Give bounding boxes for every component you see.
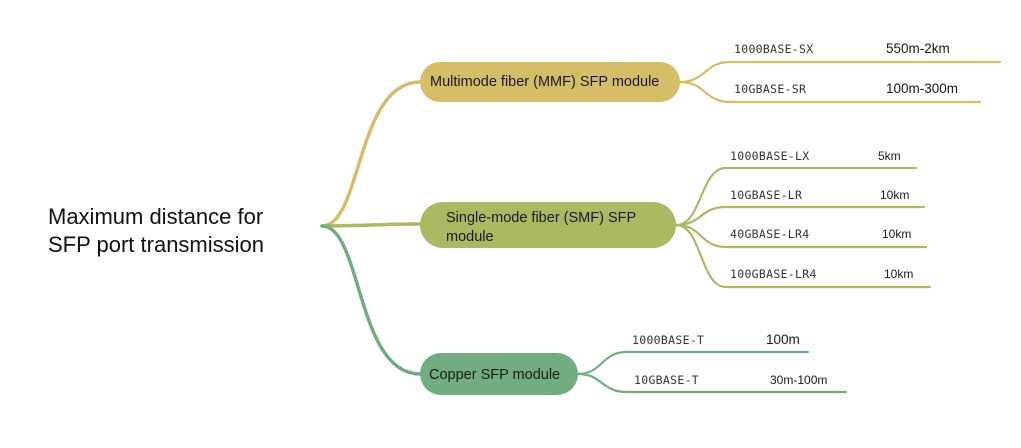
leaf-standard: 10GBASE-LR <box>730 188 802 202</box>
root-title-line-1: Maximum distance for <box>48 204 263 229</box>
leaf-standard: 1000BASE-T <box>632 333 704 347</box>
connector-root-to-copper <box>320 224 422 376</box>
leaf-distance: 100m-300m <box>886 81 958 96</box>
leaf-standard: 40GBASE-LR4 <box>730 227 809 241</box>
leaf-standard: 10GBASE-SR <box>734 82 806 96</box>
root-connectors <box>320 80 422 376</box>
leaf-distance: 5km <box>878 149 901 163</box>
connector-mmf-leaf-2 <box>678 80 982 104</box>
branch-mmf-label: Multimode fiber (MMF) SFP module <box>430 74 659 90</box>
root-topic: Maximum distance for SFP port transmissi… <box>48 204 264 257</box>
leaf-standard: 10GBASE-T <box>634 373 699 387</box>
leaf-standard: 1000BASE-SX <box>734 42 813 56</box>
connector-root-to-smf <box>320 222 422 228</box>
leaf-distance: 100m <box>766 332 800 347</box>
connector-smf-leaf-1 <box>674 166 918 227</box>
branch-mmf-pill <box>420 62 680 102</box>
connector-root-to-mmf <box>320 80 422 228</box>
leaf-distance: 550m-2km <box>886 41 950 56</box>
branch-copper: Copper SFP module 1000BASE-T 100m 10GBAS… <box>420 332 848 395</box>
leaf-standard: 100GBASE-LR4 <box>730 267 817 281</box>
branch-copper-label: Copper SFP module <box>429 367 560 383</box>
connector-copper-leaf-2 <box>576 372 848 394</box>
leaf-standard: 1000BASE-LX <box>730 149 809 163</box>
leaf-distance: 30m-100m <box>770 373 827 387</box>
connector-mmf-leaf-1 <box>678 60 1002 84</box>
connector-smf-leaf-2 <box>674 205 926 227</box>
connector-copper-leaf-1 <box>576 350 810 376</box>
branch-smf-label-line-1: Single-mode fiber (SMF) SFP <box>446 210 636 226</box>
branch-smf-label-line-2: module <box>446 229 494 245</box>
branch-copper-pill <box>420 353 578 395</box>
connector-smf-leaf-3 <box>674 223 928 249</box>
branch-mmf: Multimode fiber (MMF) SFP module 1000BAS… <box>420 41 1002 104</box>
leaf-distance: 10km <box>882 227 911 241</box>
branch-smf: Single-mode fiber (SMF) SFP module 1000B… <box>420 149 932 289</box>
leaf-distance: 10km <box>880 188 909 202</box>
root-title-line-2: SFP port transmission <box>48 232 264 257</box>
connector-smf-leaf-4 <box>674 223 932 289</box>
branch-smf-pill <box>420 202 676 248</box>
leaf-distance: 10km <box>884 267 913 281</box>
